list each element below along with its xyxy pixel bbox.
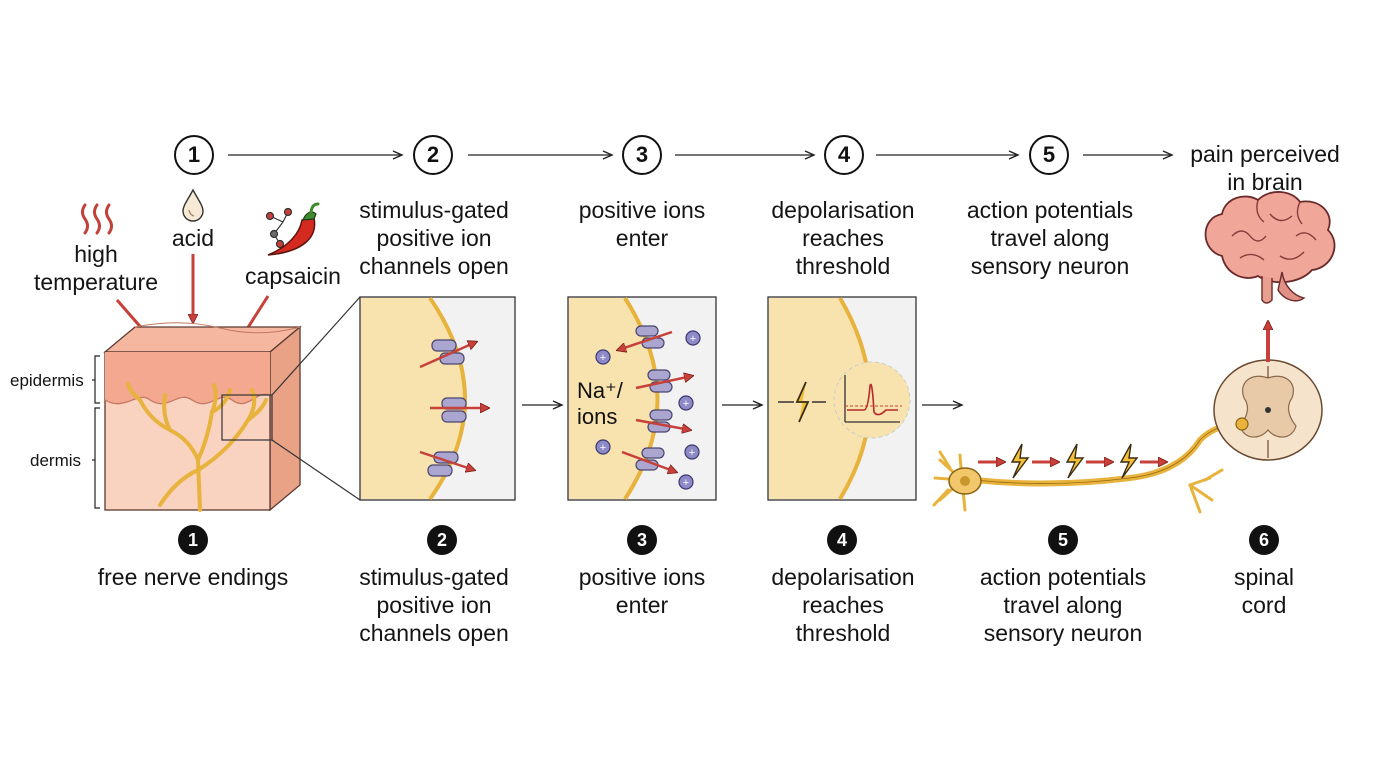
- bottom-step-5-label: action potentials travel along sensory n…: [979, 564, 1147, 646]
- step-number: 2: [426, 142, 440, 167]
- svg-text:+: +: [683, 477, 689, 489]
- dermis-label: dermis: [30, 451, 82, 470]
- step-number: 4: [837, 142, 851, 167]
- step-number: 4: [836, 529, 847, 550]
- acid-label: acid: [171, 225, 215, 251]
- bottom-step-1-label: free nerve endings: [97, 564, 289, 590]
- bottom-step-4-dot: 4: [827, 525, 857, 555]
- step-number: 5: [1057, 529, 1068, 550]
- sensory-neuron: [932, 421, 1241, 514]
- final-label: pain perceived in brain: [1190, 141, 1340, 195]
- bottom-step-2-dot: 2: [427, 525, 457, 555]
- layer-brackets: [92, 355, 100, 509]
- chili-pepper-icon: [267, 202, 320, 256]
- capsaicin-label: capsaicin: [245, 263, 341, 289]
- heat-icon: [81, 203, 113, 235]
- top-step-2-circle: 2: [413, 135, 453, 175]
- capsaicin-molecule-icon: [265, 207, 293, 249]
- step-number: 1: [187, 142, 201, 167]
- bottom-step-5-dot: 5: [1048, 525, 1078, 555]
- top-step-1-circle: 1: [174, 135, 214, 175]
- svg-text:+: +: [690, 333, 696, 345]
- top-step-4-circle: 4: [824, 135, 864, 175]
- top-step-5-label: action potentials travel along sensory n…: [966, 197, 1134, 279]
- step-number: 3: [636, 529, 647, 550]
- bottom-step-3-dot: 3: [627, 525, 657, 555]
- epidermis-label: epidermis: [10, 371, 84, 390]
- top-step-3-label: positive ions enter: [578, 197, 706, 251]
- svg-text:+: +: [600, 442, 606, 454]
- sodium-ion-label: Na⁺/ ions: [577, 378, 623, 429]
- top-step-5-circle: 5: [1029, 135, 1069, 175]
- panel-ion-channels: [359, 296, 516, 501]
- bottom-step-6-dot: 6: [1249, 525, 1279, 555]
- svg-text:+: +: [600, 352, 606, 364]
- bottom-step-2-label: stimulus-gated positive ion channels ope…: [359, 564, 509, 646]
- step-number: 6: [1258, 529, 1269, 550]
- acid-drop-icon: [182, 188, 204, 222]
- ion-channel: [427, 339, 467, 477]
- action-potential-arrows: [978, 443, 1166, 479]
- step-number: 1: [187, 529, 198, 550]
- top-step-3-circle: 3: [622, 135, 662, 175]
- svg-text:+: +: [683, 398, 689, 410]
- panel-threshold: [767, 296, 917, 501]
- bottom-step-4-label: depolarisation reaches threshold: [771, 564, 915, 646]
- step-number: 2: [436, 529, 447, 550]
- positive-ion: [595, 330, 701, 490]
- zoom-indicator: [221, 296, 361, 501]
- bottom-step-1-dot: 1: [178, 525, 208, 555]
- brain-icon: [1204, 191, 1336, 304]
- spinal-cord-cross-section: [1213, 359, 1323, 461]
- skin-block: [103, 322, 302, 512]
- top-step-2-label: stimulus-gated positive ion channels ope…: [359, 197, 509, 279]
- bottom-step-3-label: positive ions enter: [578, 564, 706, 618]
- top-step-4-label: depolarisation reaches threshold: [771, 197, 915, 279]
- heat-label: high temperature: [33, 241, 158, 295]
- panel-ions-enter: + + + + + +: [567, 296, 717, 501]
- lightning-bolt-icon: [1010, 443, 1139, 479]
- svg-text:+: +: [689, 447, 695, 459]
- step-number: 5: [1042, 142, 1056, 167]
- bottom-step-6-label: spinal cord: [1233, 564, 1295, 618]
- step-number: 3: [635, 142, 649, 167]
- free-nerve-endings: [126, 382, 268, 512]
